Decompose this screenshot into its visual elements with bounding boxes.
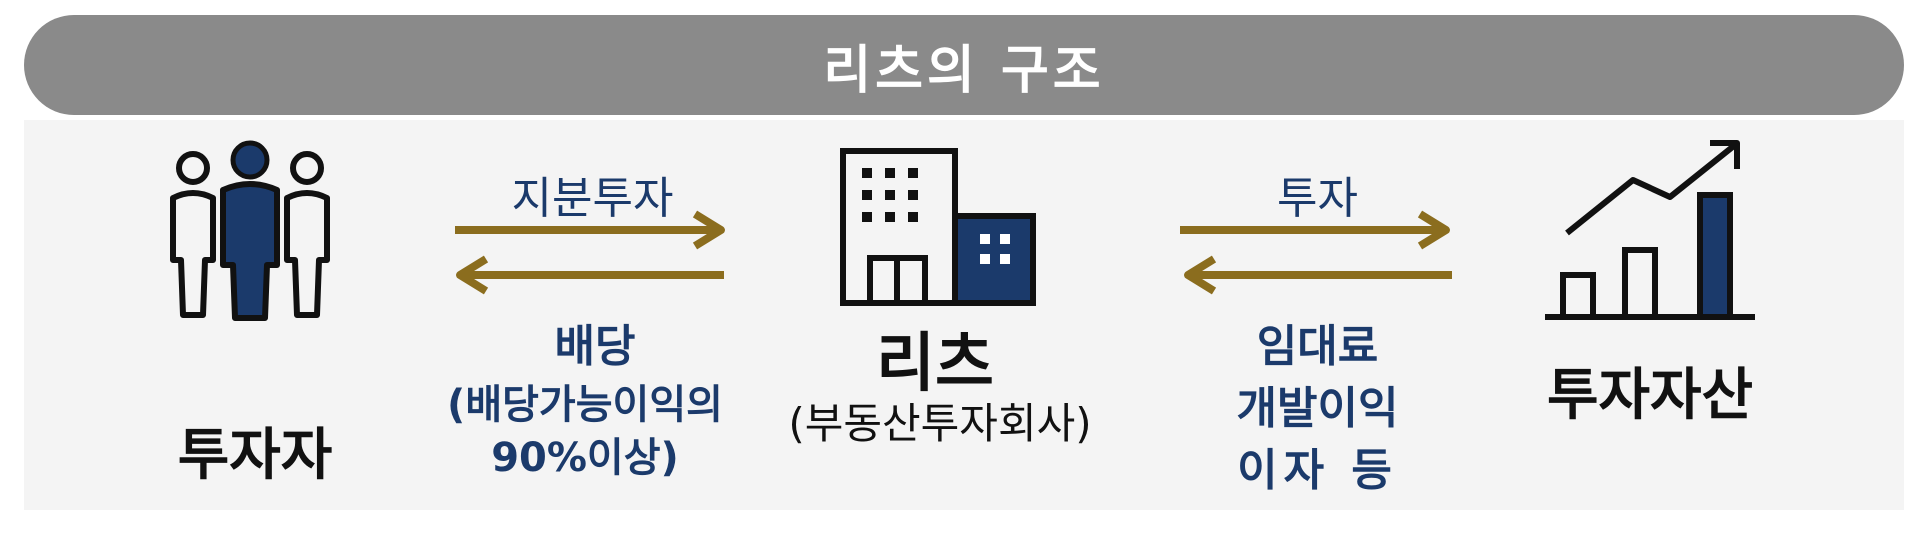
investment-label: 투자 (1277, 173, 1358, 224)
dividend-label: 배당 (554, 321, 636, 372)
dividend-note-line1: (배당가능이익의 (447, 382, 723, 428)
return-line2: 개발이익 (1236, 383, 1399, 434)
equity-investment-label: 지분투자 (511, 173, 674, 224)
investor-label: 투자자 (177, 423, 333, 488)
return-line3: 이자 등 (1237, 445, 1398, 496)
arrow-to-investor (456, 255, 724, 295)
reit-label: 리츠 (876, 327, 994, 401)
diagram-title: 리츠의 구조 (823, 40, 1105, 101)
people-group-icon (170, 140, 330, 321)
assets-label: 투자자산 (1546, 363, 1754, 428)
arrow-to-assets (1180, 210, 1450, 250)
growth-chart-icon (1545, 140, 1755, 320)
return-line1: 임대료 (1256, 321, 1379, 372)
title-bar: 리츠의 구조 (24, 15, 1904, 115)
reit-sub-label: (부동산투자회사) (788, 399, 1092, 448)
arrow-to-reit (455, 210, 725, 250)
building-icon (840, 148, 1036, 306)
arrow-to-reit-return (1184, 255, 1452, 295)
dividend-note-line2: 90%이상) (491, 435, 679, 481)
